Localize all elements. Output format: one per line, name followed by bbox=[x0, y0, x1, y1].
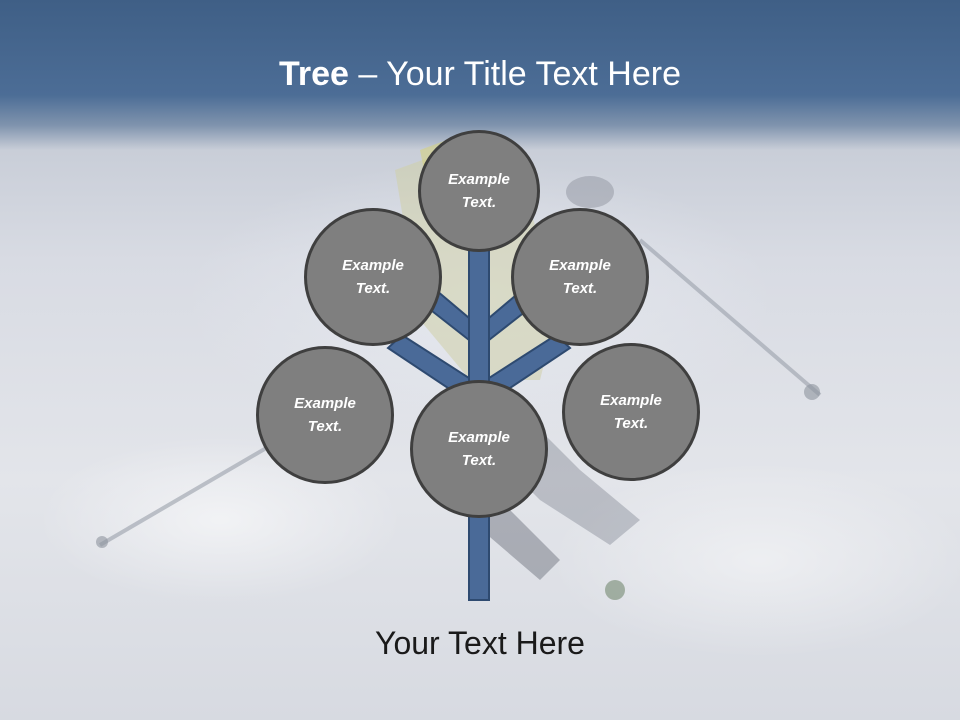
tree-node-lower-left[interactable]: Example Text. bbox=[256, 346, 394, 484]
tree-node-upper-left[interactable]: Example Text. bbox=[304, 208, 442, 346]
tree-node-label: Example Text. bbox=[448, 429, 510, 469]
slide-title: Tree – Your Title Text Here bbox=[0, 52, 960, 96]
title-bold: Tree bbox=[279, 55, 349, 93]
slide-subtitle: Your Text Here bbox=[375, 625, 585, 661]
tree-node-label: Example Text. bbox=[600, 392, 662, 432]
tree-node-center[interactable]: Example Text. bbox=[410, 380, 548, 518]
tree-node-upper-right[interactable]: Example Text. bbox=[511, 208, 649, 346]
tree-node-label: Example Text. bbox=[549, 257, 611, 297]
tree-node-label: Example Text. bbox=[342, 257, 404, 297]
title-text: – Your Title Text Here bbox=[348, 55, 681, 93]
tree-node-label: Example Text. bbox=[294, 395, 356, 435]
tree-node-lower-right[interactable]: Example Text. bbox=[562, 343, 700, 481]
tree-node-top[interactable]: Example Text. bbox=[418, 130, 540, 252]
tree-node-label: Example Text. bbox=[448, 171, 510, 211]
